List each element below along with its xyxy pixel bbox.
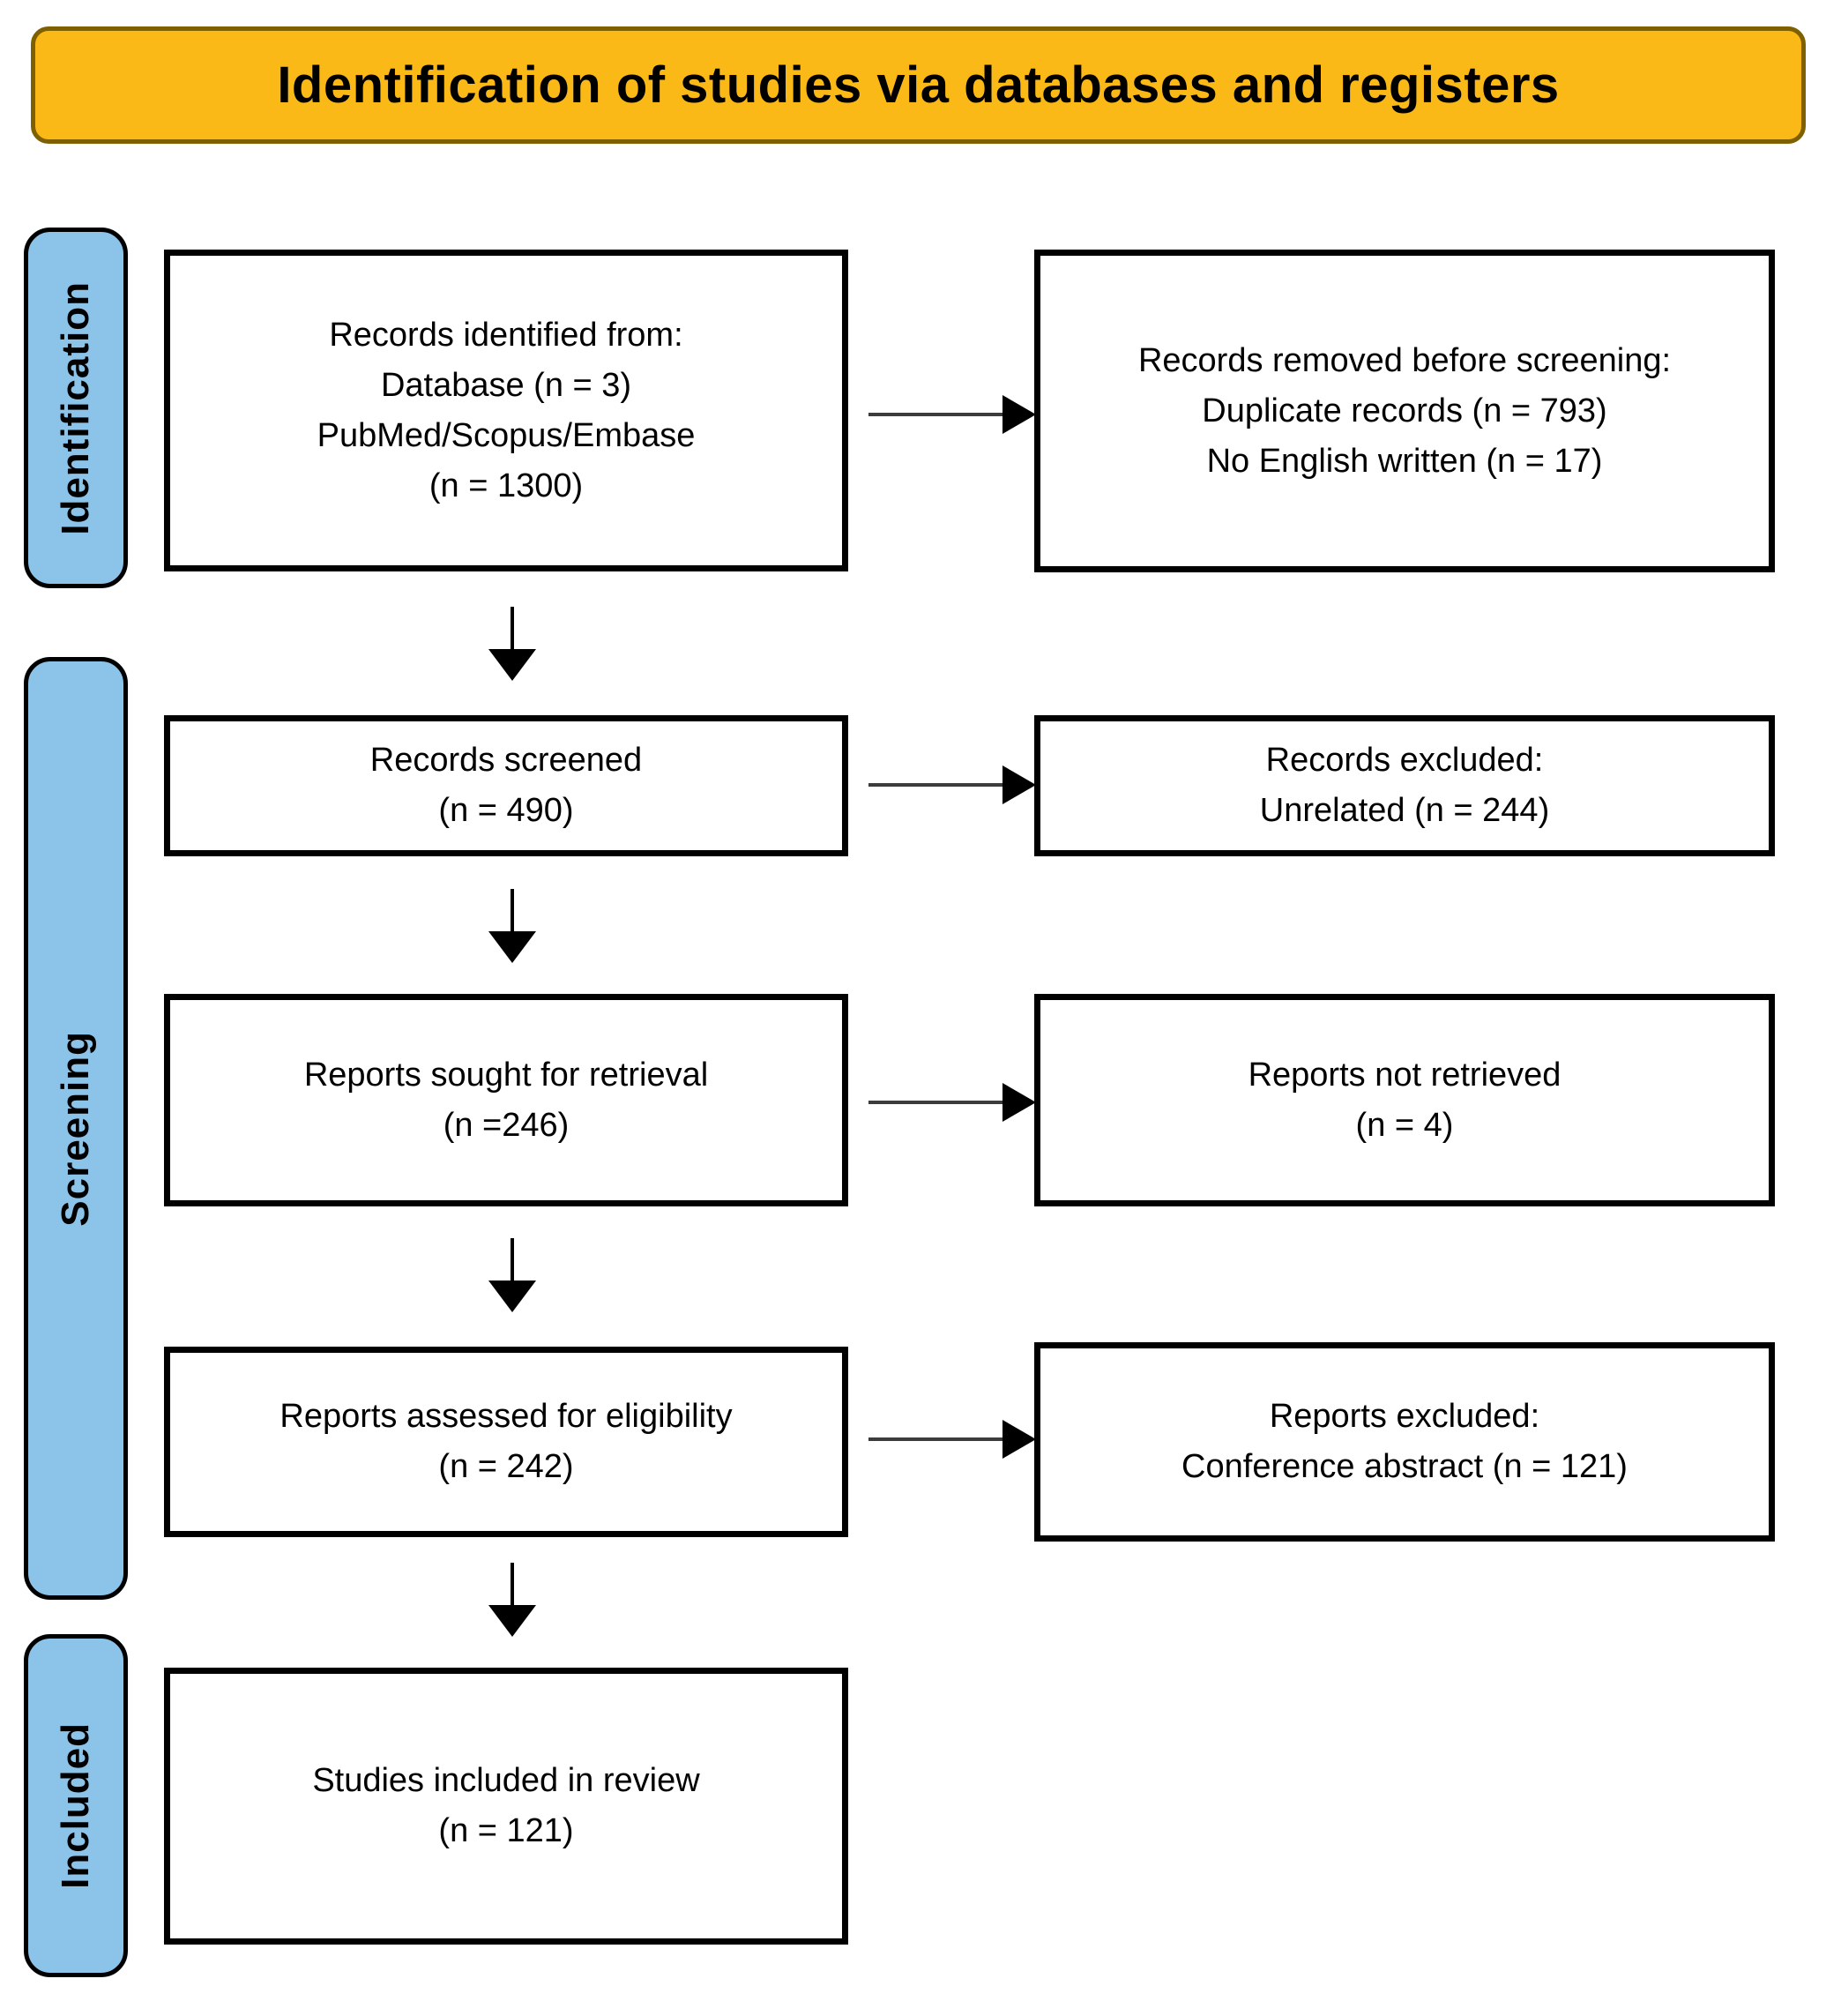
box-line: Reports excluded:: [1269, 1398, 1540, 1435]
arrow-head: [488, 931, 536, 963]
box-reports-not-retrieved: Reports not retrieved (n = 4): [1034, 994, 1775, 1206]
arrow-sought-to-not-retrieved: [868, 1083, 1036, 1122]
box-line: (n = 1300): [429, 467, 584, 504]
arrow-screened-to-sought: [488, 889, 536, 965]
arrow-head: [488, 1281, 536, 1312]
arrow-head: [488, 649, 536, 681]
box-line: (n =246): [443, 1106, 570, 1144]
box-line: (n = 490): [438, 792, 574, 829]
arrow-head: [488, 1605, 536, 1637]
box-line: Conference abstract (n = 121): [1181, 1448, 1628, 1485]
box-line: Records screened: [369, 742, 643, 779]
arrow-line: [511, 607, 514, 653]
stage-label-identification: Identification: [24, 228, 128, 588]
arrow-line: [868, 413, 1005, 416]
box-line: Records identified from:: [329, 316, 683, 354]
header-title: Identification of studies via databases …: [277, 56, 1560, 114]
arrow-screened-to-excluded: [868, 765, 1036, 804]
arrow-head: [1002, 1083, 1036, 1122]
arrow-sought-to-assessed: [488, 1238, 536, 1314]
arrow-identified-to-removed: [868, 395, 1036, 434]
box-line: Duplicate records (n = 793): [1202, 392, 1607, 429]
box-reports-assessed: Reports assessed for eligibility (n = 24…: [164, 1347, 848, 1537]
stage-label-screening: Screening: [24, 657, 128, 1600]
box-line: Reports sought for retrieval: [303, 1056, 709, 1094]
arrow-head: [1002, 395, 1036, 434]
box-records-removed: Records removed before screening: Duplic…: [1034, 250, 1775, 572]
box-line: PubMed/Scopus/Embase: [317, 416, 696, 454]
stage-label-identification-text: Identification: [54, 280, 97, 535]
stage-label-included-text: Included: [54, 1722, 97, 1889]
arrow-line: [868, 783, 1005, 787]
box-line: Studies included in review: [312, 1762, 700, 1799]
box-line: Reports assessed for eligibility: [280, 1398, 733, 1435]
arrow-head: [1002, 765, 1036, 804]
box-studies-included: Studies included in review (n = 121): [164, 1668, 848, 1945]
box-line: Unrelated (n = 244): [1259, 792, 1550, 829]
box-line: (n = 4): [1355, 1106, 1454, 1144]
arrow-line: [868, 1437, 1005, 1441]
box-records-excluded: Records excluded: Unrelated (n = 244): [1034, 715, 1775, 856]
box-line: Database (n = 3): [380, 366, 632, 404]
arrow-line: [511, 1238, 514, 1284]
arrow-assessed-to-included: [488, 1563, 536, 1639]
header-banner: Identification of studies via databases …: [31, 26, 1806, 144]
box-line: No English written (n = 17): [1206, 442, 1603, 480]
arrow-head: [1002, 1420, 1036, 1459]
arrow-assessed-to-excluded: [868, 1420, 1036, 1459]
box-reports-excluded: Reports excluded: Conference abstract (n…: [1034, 1342, 1775, 1542]
box-line: Records excluded:: [1265, 742, 1544, 779]
box-line: (n = 242): [438, 1448, 574, 1485]
box-records-identified: Records identified from: Database (n = 3…: [164, 250, 848, 571]
box-reports-sought: Reports sought for retrieval (n =246): [164, 994, 848, 1206]
box-line: Reports not retrieved: [1248, 1056, 1561, 1094]
arrow-identified-to-screened: [488, 607, 536, 683]
arrow-line: [511, 1563, 514, 1609]
stage-label-screening-text: Screening: [54, 1030, 97, 1227]
box-line: (n = 121): [438, 1812, 574, 1849]
arrow-line: [868, 1101, 1005, 1104]
arrow-line: [511, 889, 514, 935]
box-line: Records removed before screening:: [1137, 341, 1672, 379]
stage-label-included: Included: [24, 1634, 128, 1977]
box-records-screened: Records screened (n = 490): [164, 715, 848, 856]
